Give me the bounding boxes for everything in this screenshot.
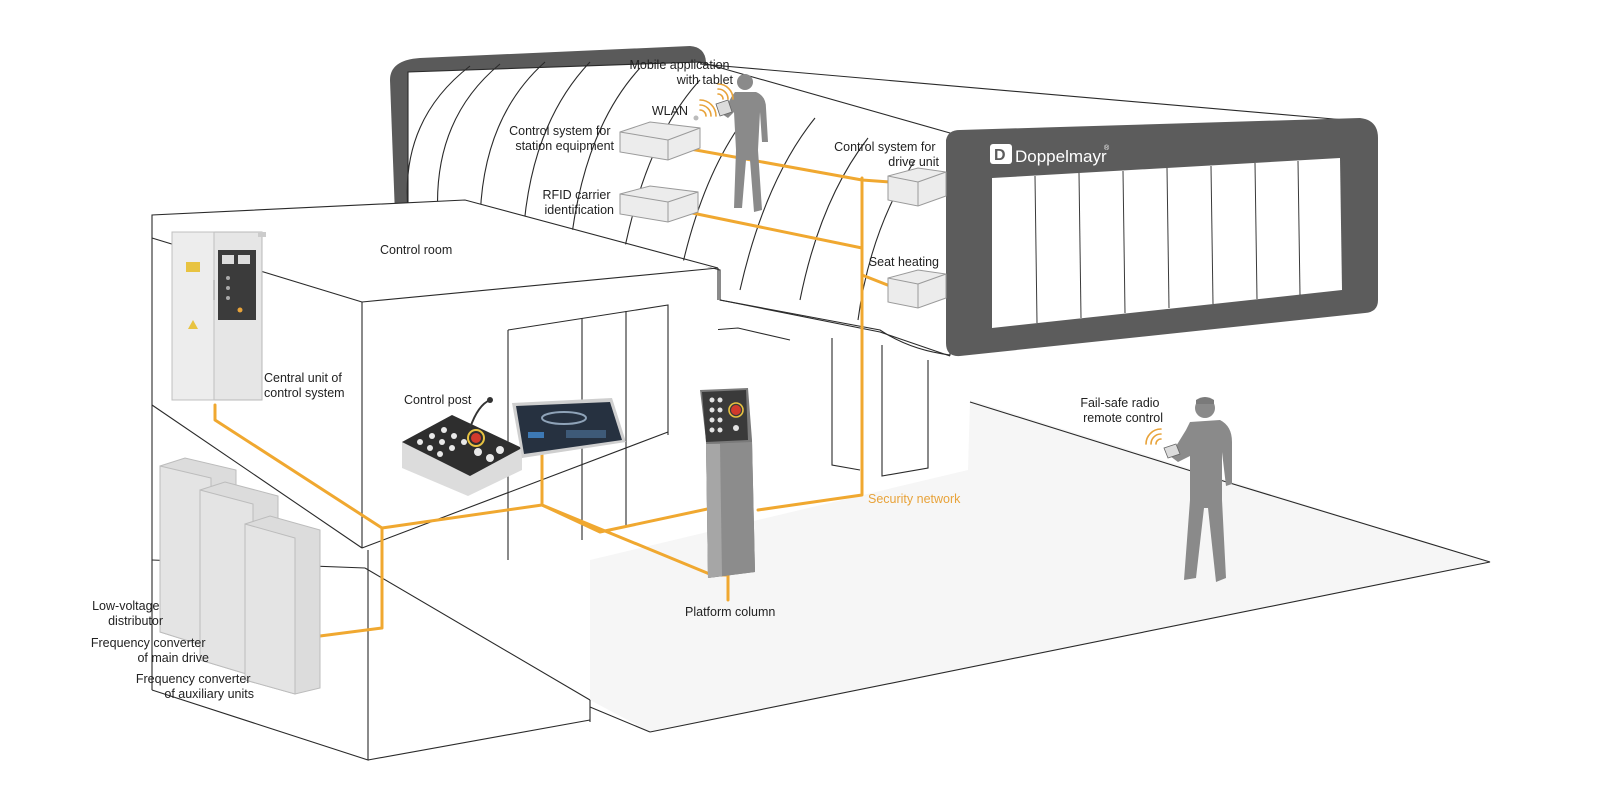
- label-rfid: RFID carrier identification: [542, 188, 614, 217]
- label-fail-safe-radio: Fail-safe radio remote control: [1080, 396, 1163, 425]
- wire-seat-heating: [860, 273, 892, 288]
- label-central-unit: Central unit of control system: [264, 371, 345, 400]
- control-post-console: [402, 397, 522, 496]
- wire-to-column: [540, 503, 714, 534]
- converter-cabinets: [159, 457, 321, 695]
- platform-column: [700, 388, 755, 578]
- platform-floor: [589, 400, 1491, 733]
- label-freq-main: Frequency converter of main drive: [91, 636, 209, 665]
- person-silhouette-icon: [722, 74, 768, 212]
- label-mobile-application: Mobile application with tablet: [629, 58, 733, 87]
- logo-registered: ®: [1104, 144, 1110, 152]
- wire-rfid: [666, 206, 864, 250]
- label-control-post: Control post: [404, 393, 472, 407]
- wire-main-vertical: [756, 176, 864, 512]
- label-freq-aux: Frequency converter of auxiliary units: [136, 672, 254, 701]
- logo-text: Doppelmayr: [1015, 147, 1107, 166]
- label-control-room: Control room: [380, 243, 452, 257]
- seat-heating-box: [887, 269, 947, 309]
- wifi-signal-icon: [1145, 428, 1162, 445]
- person-silhouette-icon: [1170, 397, 1232, 582]
- remote-device-icon: [1163, 443, 1181, 459]
- central-unit-cabinet: [171, 231, 266, 401]
- wire-to-cabinets: [318, 526, 384, 638]
- wifi-signal-icon: [693, 99, 717, 121]
- station-equipment-box: [619, 121, 701, 161]
- tablet-icon: [715, 99, 733, 117]
- warning-triangle-icon: [188, 320, 198, 329]
- touch-panel: [512, 398, 626, 458]
- doppelmayr-logo-icon: D: [990, 144, 1012, 164]
- label-low-voltage: Low-voltage distributor: [92, 599, 163, 628]
- rfid-box: [619, 185, 699, 223]
- svg-text:D: D: [994, 147, 1006, 164]
- label-control-station-equipment: Control system for station equipment: [509, 124, 614, 153]
- label-control-drive-unit: Control system for drive unit: [834, 140, 939, 169]
- label-platform-column: Platform column: [685, 605, 775, 619]
- wifi-signal-icon: [717, 83, 734, 100]
- label-security-network: Security network: [868, 492, 961, 506]
- label-wlan: WLAN: [652, 104, 688, 118]
- wire-central-unit: [213, 403, 544, 530]
- drive-unit-box: [887, 167, 947, 207]
- label-seat-heating: Seat heating: [869, 255, 939, 269]
- tunnel-front-frame: D Doppelmayr ®: [946, 118, 1378, 357]
